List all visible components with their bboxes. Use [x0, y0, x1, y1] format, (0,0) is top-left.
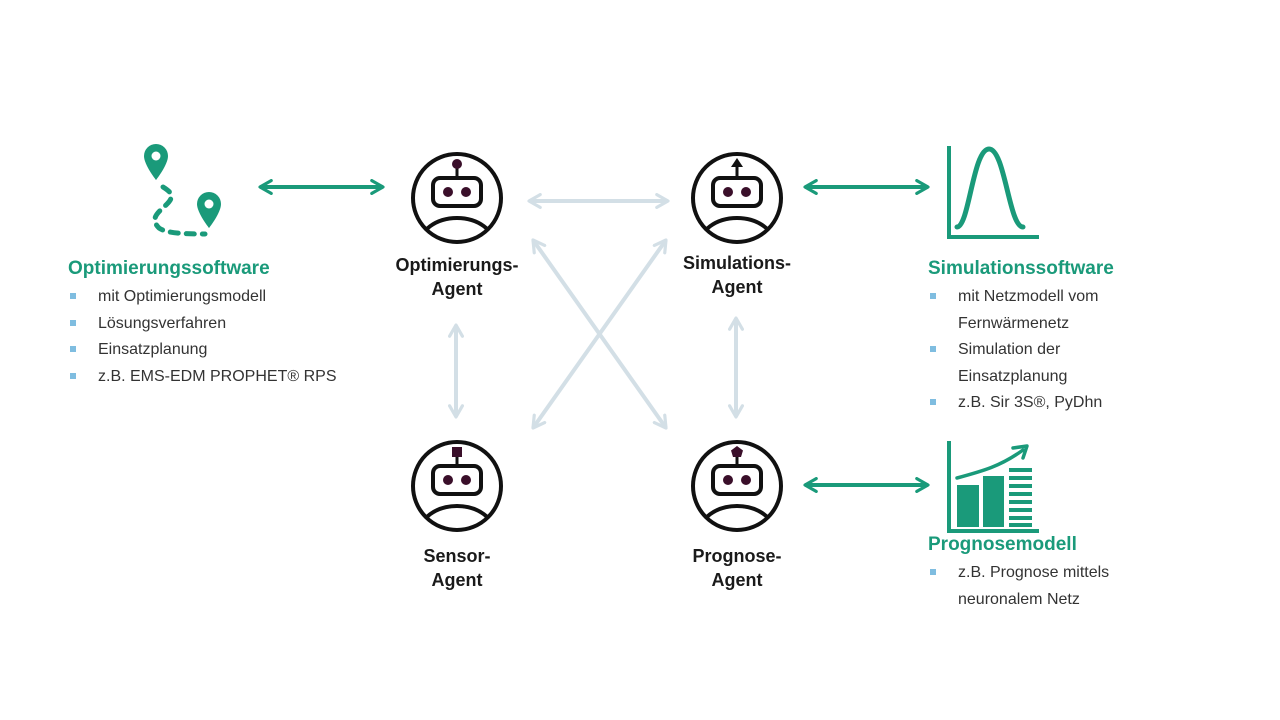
- list-item: z.B. Sir 3S®, PyDhn: [928, 390, 1102, 417]
- agent-label-line2: Agent: [711, 570, 763, 590]
- panel-title-simulationssoftware: Simulationssoftware: [928, 258, 1114, 279]
- agent-label-prognose: Prognose- Agent: [637, 544, 837, 592]
- bullet-marker: [70, 319, 76, 326]
- bullet-marker: [930, 569, 936, 575]
- bar-chart-trend-icon: [947, 441, 1039, 533]
- panel-title-prognosemodell: Prognosemodell: [928, 534, 1077, 555]
- bullet-marker: [70, 293, 76, 299]
- robot-icon-sensor-agent: [411, 440, 503, 532]
- agent-label-line1: Optimierungs-: [395, 255, 519, 275]
- bullet-list-optimierungssoftware: mit Optimierungsmodell Lösungsverfahren …: [68, 284, 336, 390]
- robot-icon-prognose-agent: [691, 440, 783, 532]
- bullet-marker: [930, 293, 936, 299]
- bullet-marker: [70, 346, 76, 352]
- list-item: Einsatzplanung: [68, 337, 336, 364]
- bullet-marker: [930, 346, 936, 352]
- list-item: mit Optimierungsmodell: [68, 284, 336, 311]
- bullet-marker: [930, 399, 936, 405]
- list-item: Lösungsverfahren: [68, 311, 336, 338]
- agent-label-line1: Prognose-: [692, 546, 782, 566]
- agent-label-line2: Agent: [431, 279, 483, 299]
- agent-label-simulations: Simulations- Agent: [637, 251, 837, 299]
- robot-icon-simulations-agent: [691, 152, 783, 244]
- list-item: z.B. EMS-EDM PROPHET® RPS: [68, 364, 336, 391]
- robot-icon-optimierungs-agent: [411, 152, 503, 244]
- panel-title-optimierungssoftware: Optimierungssoftware: [68, 258, 270, 279]
- agent-label-line1: Sensor-: [423, 546, 491, 566]
- agent-label-line2: Agent: [711, 277, 763, 297]
- route-map-pins-icon: [144, 144, 221, 237]
- agent-label-sensor: Sensor- Agent: [357, 544, 557, 592]
- agent-label-line1: Simulations-: [682, 253, 791, 273]
- agent-label-line2: Agent: [431, 570, 483, 590]
- bullet-marker: [70, 372, 76, 379]
- agent-label-optimierungs: Optimierungs- Agent: [357, 253, 557, 301]
- arrow-simulations-sensor: [531, 238, 668, 430]
- bell-curve-chart-icon: [947, 146, 1039, 239]
